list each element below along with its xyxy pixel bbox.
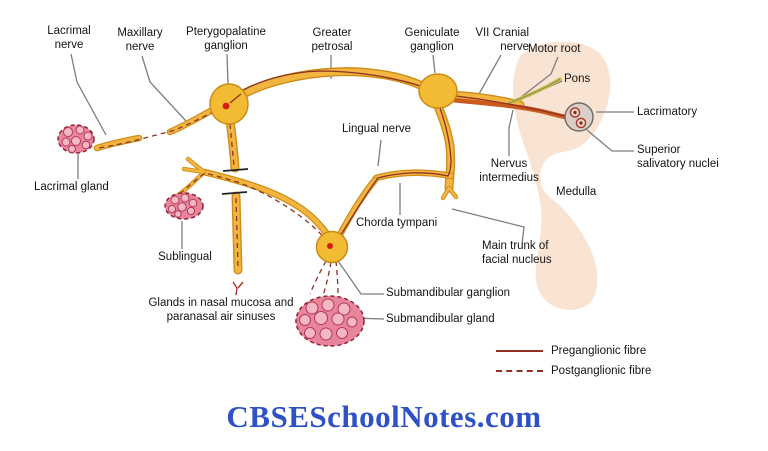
legend-preganglionic-label: Preganglionic fibre [551,345,647,357]
motor-root-fibre-line [506,78,561,105]
label-pterygopalatine-ganglion: Pterygopalatine ganglion [186,26,266,52]
lingual-nerve-left-arm [200,168,335,245]
label-maxillary-nerve: Maxillary nerve [117,27,163,53]
label-lacrimal-gland: Lacrimal gland [34,181,109,193]
postganglionic-vertical-upper [229,123,235,167]
leader-submandibular-ganglion [335,257,384,295]
postganglionic-to-sublingual [175,172,329,243]
label-pons: Pons [564,73,591,85]
break-mark-upper [222,168,249,172]
fibre-into-ganglion [229,93,242,104]
lingual-nerve-left-arm-fill [201,169,334,244]
label-geniculate-ganglion: Geniculate ganglion [404,27,460,53]
label-vii-cranial-nerve: VII Cranial nerve [475,27,529,53]
label-glands-nasal-mucosa: Glands in nasal mucosa and paranasal air… [148,297,294,323]
label-lacrimatory: Lacrimatory [637,106,698,118]
submandibular-gland-shape [295,295,365,347]
salivatory-nucleus-dot [579,121,583,125]
leader-main-trunk [451,208,525,245]
pterygopalatine-ganglion-body [209,83,249,125]
break-mark-lower [221,191,248,195]
leader-pterygopalatine [226,53,229,85]
preganglionic-chorda-path [331,99,452,246]
facial-nerve-fork-fill [441,186,458,200]
leader-motor-root [515,56,559,102]
label-chorda-tympani: Chorda tympani [356,217,438,229]
label-main-trunk-facial-nucleus: Main trunk of facial nucleus [482,240,552,266]
postganglionic-line-swatch [496,370,543,372]
label-nervus-intermedius: Nervus intermedius [479,158,539,184]
legend-postganglionic-label: Postganglionic fibre [551,365,652,377]
postganglionic-to-lacrimal [97,106,224,149]
nasal-glands-fork [232,281,244,296]
leader-lines [70,53,634,320]
lingual-nerve-right-arm-fill [335,177,378,241]
lacrimatory-nucleus-dot [573,110,577,115]
preganglionic-line-swatch [496,350,543,352]
lingual-nerve-prongs [171,156,207,201]
maxillary-nerve-segment-fill [167,106,217,135]
leader-geniculate [432,54,436,74]
lacrimal-gland-shape [57,124,95,154]
leader-superior-salivatory [586,129,634,152]
leader-lingual-nerve [377,139,382,167]
label-medulla: Medulla [556,186,597,198]
pterygopalatine-synapse-dot [222,102,230,110]
greater-petrosal-nerve-fill [234,68,432,101]
label-submandibular-gland: Submandibular gland [386,313,495,325]
label-lacrimal-nerve: Lacrimal nerve [47,25,91,51]
pterygopalatine-ganglion-shape [209,83,249,125]
nerve-break-marks [221,168,249,195]
legend-item-preganglionic: Preganglionic fibre [496,344,646,358]
geniculate-ganglion-body [418,73,458,109]
label-lingual-nerve: Lingual nerve [342,123,412,135]
leader-nervus-intermedius [508,109,514,156]
label-motor-root: Motor root [528,43,581,55]
label-submandibular-ganglion: Submandibular ganglion [386,287,511,299]
leader-vii-cranial [478,54,502,95]
label-sublingual: Sublingual [158,251,212,263]
leader-maxillary-nerve [141,55,187,122]
leader-lacrimal-nerve [70,53,107,136]
postganglionic-vertical-lower [235,197,239,269]
sublingual-gland-shape [164,192,204,220]
site-watermark: CBSESchoolNotes.com [226,399,542,434]
label-superior-salivatory-nuclei: Superior salivatory nuclei [637,144,719,170]
nuclei-circle [564,102,594,132]
legend-item-postganglionic: Postganglionic fibre [496,364,651,378]
submandibular-synapse-dot [327,243,333,249]
submandibular-ganglion-shape [315,230,349,264]
postganglionic-fan-to-submandibular [309,260,339,297]
label-greater-petrosal: Greater petrosal [311,27,353,53]
postganglionic-fibres [97,106,339,297]
